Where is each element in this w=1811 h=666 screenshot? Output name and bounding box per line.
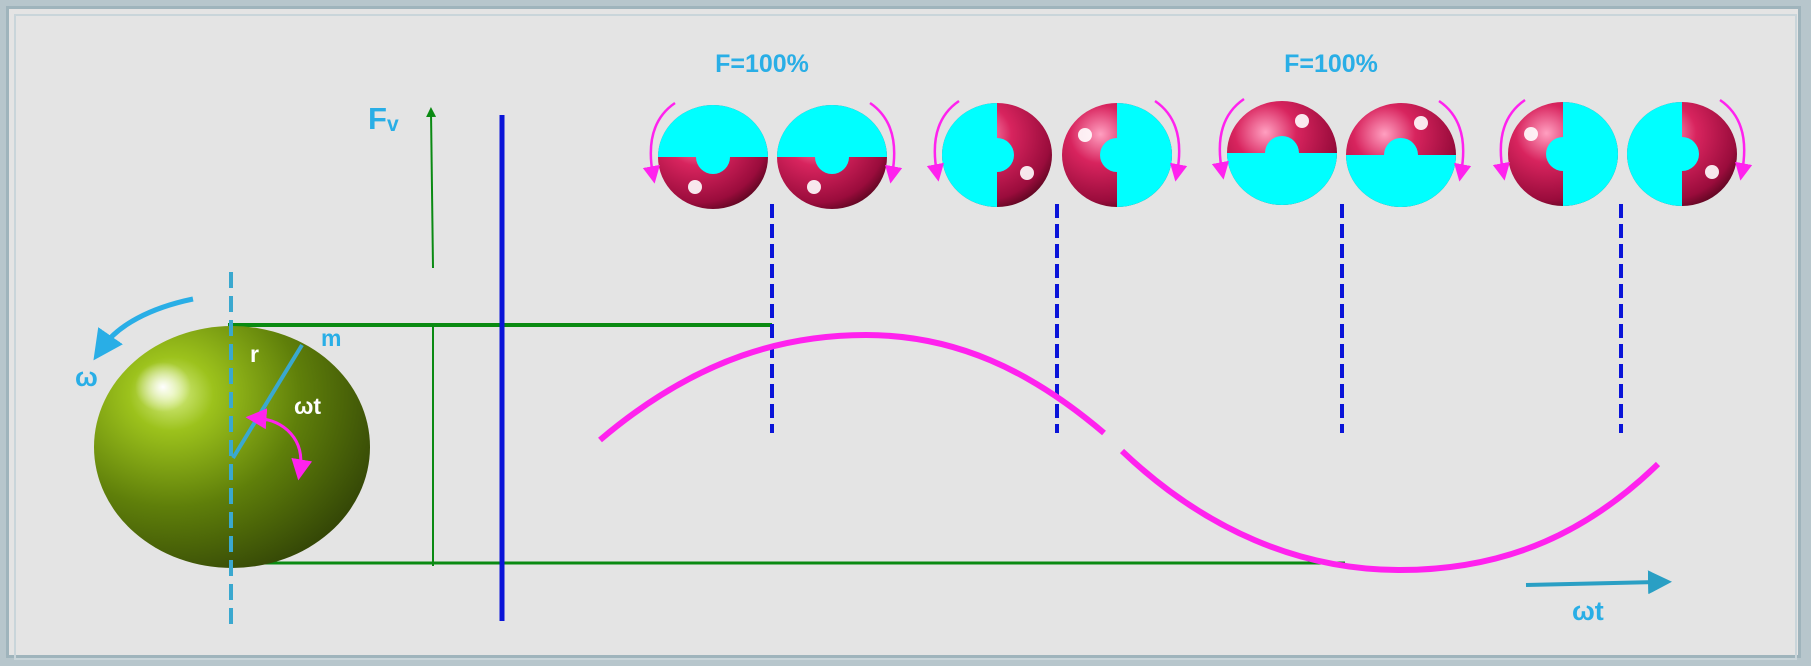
- rotor-rotation-arrow: [1438, 99, 1472, 182]
- rotor-rotation-arrow: [642, 101, 676, 184]
- rotor-8: [1627, 98, 1753, 206]
- rotor-highlight: [1020, 166, 1034, 180]
- force-curve-lower: [1119, 448, 1661, 574]
- rotor-hub: [1384, 138, 1418, 172]
- angle-arrow: [245, 408, 313, 481]
- rotor-pairs: [642, 97, 1753, 209]
- rotor-rotation-arrow: [1211, 97, 1245, 180]
- force-label-2: F=100%: [1284, 50, 1378, 78]
- rotor-cyan-half: [1227, 153, 1337, 205]
- rotor-6: [1346, 99, 1472, 207]
- omega-rotation-arrow: [93, 296, 194, 361]
- rotor-rotation-arrow: [926, 99, 960, 182]
- rotor-cyan-half: [658, 105, 768, 157]
- rotor-1: [642, 101, 768, 209]
- rotor-hub: [1546, 137, 1580, 171]
- diagram-inner-border: [14, 14, 1797, 660]
- rotor-rotation-arrow: [1719, 98, 1753, 181]
- omega-t-axis-label: ωt: [1572, 596, 1604, 626]
- rotor-hub: [980, 138, 1014, 172]
- ball-highlight: [135, 362, 191, 412]
- rotor-highlight: [1295, 114, 1309, 128]
- rotor-cyan-half: [1346, 155, 1456, 207]
- rotor-hub: [696, 140, 730, 174]
- mass-label: m: [321, 325, 341, 351]
- force-axis-label-subscript: v: [387, 113, 399, 136]
- rotor-cyan-half: [1627, 102, 1682, 206]
- rotor-rotation-arrow: [1492, 98, 1526, 181]
- rotor-cyan-half: [1117, 103, 1172, 207]
- rotor-7: [1492, 98, 1618, 206]
- rotor-rotation-arrow: [1154, 99, 1188, 182]
- force-label-1: F=100%: [715, 50, 809, 78]
- rotor-4: [1062, 99, 1188, 207]
- rotor-cyan-half: [942, 103, 997, 207]
- radius-line: [231, 343, 304, 460]
- rotor-highlight: [1414, 116, 1428, 130]
- force-axis-arrow: [426, 107, 437, 269]
- omega-t-ball-label: ωt: [294, 393, 321, 419]
- force-axis-label-main: F: [368, 101, 387, 136]
- rotor-hub: [1100, 138, 1134, 172]
- rotor-cyan-half: [1563, 102, 1618, 206]
- rotor-cyan-half: [777, 105, 887, 157]
- rotor-5: [1211, 97, 1337, 205]
- rotor-highlight: [688, 180, 702, 194]
- radius-label: r: [250, 341, 259, 367]
- rotor-highlight: [807, 180, 821, 194]
- rotor-hub: [815, 140, 849, 174]
- rotor-highlight: [1078, 128, 1092, 142]
- rotor-hub: [1665, 137, 1699, 171]
- rotor-2: [777, 101, 903, 209]
- rotor-hub: [1265, 136, 1299, 170]
- force-axis-label: Fv: [368, 101, 399, 136]
- force-curve-upper: [598, 331, 1106, 443]
- omega-label: ω: [75, 362, 98, 392]
- omega-t-axis-arrow: [1525, 570, 1672, 595]
- rotor-highlight: [1705, 165, 1719, 179]
- rotor-3: [926, 99, 1052, 207]
- rotor-rotation-arrow: [869, 101, 903, 184]
- rotor-highlight: [1524, 127, 1538, 141]
